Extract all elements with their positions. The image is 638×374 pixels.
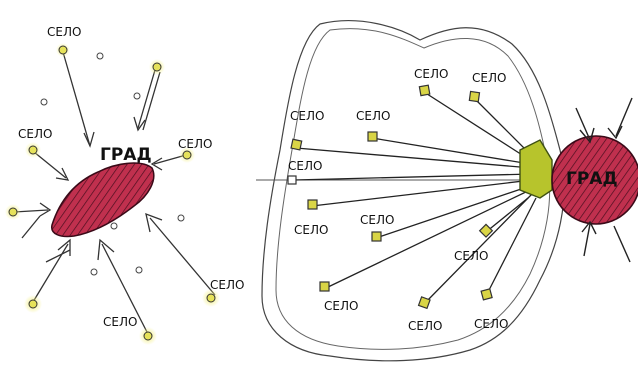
village-label: СЕЛО bbox=[360, 213, 394, 227]
village-label: СЕЛО bbox=[474, 317, 508, 331]
village-label: СЕЛО bbox=[103, 315, 137, 329]
village-label: СЕЛО bbox=[414, 67, 448, 81]
city-label-left: ГРАД bbox=[100, 145, 152, 165]
left-arrows bbox=[13, 51, 216, 335]
village-label: СЕЛО bbox=[210, 278, 244, 292]
village-label: СЕЛО bbox=[324, 299, 358, 313]
city-circle-right: ГРАД bbox=[551, 135, 638, 225]
city-label-right: ГРАД bbox=[566, 169, 618, 189]
village-label: СЕЛО bbox=[472, 71, 506, 85]
village-label: СЕЛО bbox=[47, 25, 81, 39]
city-blob-left bbox=[51, 162, 155, 238]
village-label: СЕЛО bbox=[288, 159, 322, 173]
villages-left bbox=[5, 43, 220, 345]
right-connectors bbox=[293, 91, 537, 305]
village-label: СЕЛО bbox=[178, 137, 212, 151]
city-gate bbox=[519, 139, 553, 199]
region-boundary-inner bbox=[275, 28, 551, 350]
hamlets-left bbox=[40, 52, 185, 276]
village-label: СЕЛО bbox=[294, 223, 328, 237]
village-label: СЕЛО bbox=[356, 109, 390, 123]
villages-right bbox=[287, 84, 494, 310]
city-arrows-right bbox=[575, 97, 633, 263]
village-label: СЕЛО bbox=[18, 127, 52, 141]
village-label: СЕЛО bbox=[408, 319, 442, 333]
left-sketch: ГРАД bbox=[5, 25, 244, 345]
village-label: СЕЛО bbox=[454, 249, 488, 263]
region-boundary-outer bbox=[261, 20, 565, 362]
right-sketch: ГРАД СЕЛО СЕЛО СЕЛО СЕЛО СЕЛО СЕЛО bbox=[256, 20, 638, 362]
village-label: СЕЛО bbox=[290, 109, 324, 123]
